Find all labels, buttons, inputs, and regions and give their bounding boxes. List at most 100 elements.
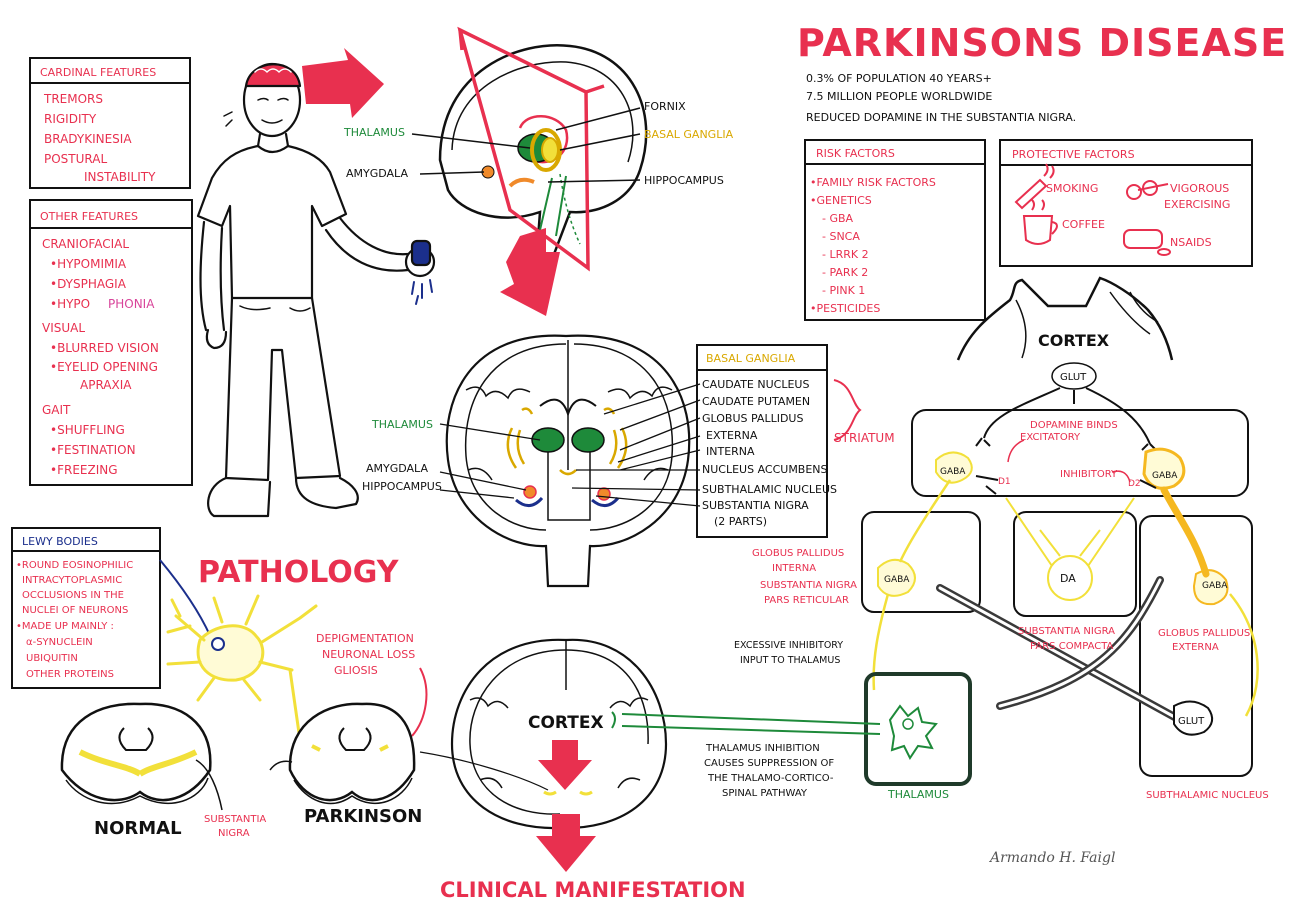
cardinal-features-box: CARDINAL FEATURES TREMORS RIGIDITY BRADY… [29, 57, 191, 189]
lewy-body-dot [211, 637, 225, 651]
bg-item: EXTERNA [706, 429, 758, 442]
feature-shuffling: •SHUFFLING [50, 423, 125, 437]
cardinal-item: RIGIDITY [44, 112, 97, 126]
feature-apraxia: APRAXIA [80, 378, 132, 392]
gpe-label-1: GLOBUS PALLIDUS [1158, 628, 1250, 639]
head-to-brain-arrow [302, 48, 384, 118]
gaba-right-label: GABA [1152, 471, 1178, 481]
feature-festination: •FESTINATION [50, 443, 136, 457]
stn-label: SUBTHALAMIC NUCLEUS [1146, 790, 1269, 801]
intro-bullets: 0.3% OF POPULATION 40 YEARS+ 7.5 MILLION… [806, 72, 1076, 124]
cardinal-title: CARDINAL FEATURES [40, 66, 156, 79]
clinical-brain [450, 638, 668, 830]
d1-label: D1 [998, 477, 1011, 487]
inhibition-line: THE THALAMO-CORTICO- [707, 773, 834, 784]
visual-heading: VISUAL [42, 321, 85, 335]
signature: Armando H. Faigl [988, 850, 1115, 866]
coffee-label: COFFEE [1062, 218, 1105, 231]
amygdala-label-coronal: AMYGDALA [366, 462, 428, 475]
circuit-diagram: CORTEX GLUT DOPAMINE BINDS EXCITATORY IN… [734, 276, 1269, 801]
intro-bullet: REDUCED DOPAMINE IN THE SUBSTANTIA NIGRA… [806, 111, 1076, 124]
gpi-label: INTERNA [772, 563, 816, 574]
gait-heading: GAIT [42, 403, 71, 417]
bg-item: CAUDATE NUCLEUS [702, 378, 809, 391]
feature-dysphagia: •DYSPHAGIA [50, 277, 127, 291]
coffee-icon [1022, 199, 1058, 245]
parkinson-label: PARKINSON [304, 806, 422, 827]
substantia-label-1: SUBSTANTIA [204, 814, 266, 825]
inhibitory-label: INHIBITORY [1060, 469, 1118, 480]
cardinal-item: BRADYKINESIA [44, 132, 132, 146]
protective-title: PROTECTIVE FACTORS [1012, 148, 1135, 161]
bg-item: NUCLEUS ACCUMBENS [702, 463, 828, 476]
substantia-label-2: NIGRA [218, 828, 250, 839]
protective-factors-box: PROTECTIVE FACTORS SMOKING COFFEE VIGORO… [999, 139, 1253, 267]
risk-factors-box: RISK FACTORS •FAMILY RISK FACTORS •GENET… [804, 139, 986, 321]
risk-item: - GBA [822, 212, 854, 225]
bg-item: INTERNA [706, 445, 755, 458]
lewy-line: INTRACYTOPLASMIC [22, 575, 122, 586]
craniofacial-heading: CRANIOFACIAL [42, 237, 129, 251]
page-title: PARKINSONS DISEASE [797, 21, 1287, 65]
feature-freezing: •FREEZING [50, 463, 118, 477]
thalamus-circuit-label: THALAMUS [887, 788, 949, 801]
cardinal-item: INSTABILITY [84, 170, 156, 184]
pill-pack-icon [1123, 229, 1171, 256]
fornix-label: FORNIX [644, 100, 686, 113]
gpi-label: GLOBUS PALLIDUS [752, 548, 844, 559]
thalamocortical-pathway [621, 713, 881, 735]
clinical-cortex-label: CORTEX [528, 713, 604, 733]
lewy-line: UBIQUITIN [26, 653, 78, 664]
excessive-label-1: EXCESSIVE INHIBITORY [734, 640, 843, 651]
cortex-down-arrow [538, 740, 592, 790]
risk-item: - PARK 2 [822, 266, 868, 279]
risk-title: RISK FACTORS [816, 147, 895, 160]
dumbbell-icon [1126, 180, 1169, 200]
other-title: OTHER FEATURES [40, 210, 138, 223]
lewy-title: LEWY BODIES [22, 535, 98, 548]
risk-item: •PESTICIDES [810, 302, 880, 315]
down-arrow-to-coronal [500, 228, 560, 316]
gpe-label-2: EXTERNA [1172, 642, 1219, 653]
excessive-label-2: INPUT TO THALAMUS [740, 655, 840, 666]
bg-item: (2 PARTS) [714, 515, 767, 528]
lewy-line: OCCLUSIONS IN THE [22, 590, 124, 601]
gpi-label: PARS RETICULAR [764, 595, 849, 606]
da-label: DA [1060, 572, 1076, 585]
lewy-bodies-box: LEWY BODIES •ROUND EOSINOPHILIC INTRACYT… [11, 527, 213, 689]
clinical-down-arrow [536, 814, 596, 872]
gaba-gpi-label: GABA [884, 575, 910, 585]
inhibition-line: SPINAL PATHWAY [722, 788, 808, 799]
bg-item: SUBSTANTIA NIGRA [702, 499, 809, 512]
sagittal-brain [411, 26, 648, 272]
lewy-line: NUCLEI OF NEURONS [22, 605, 128, 616]
hippocampus-label-sagittal: HIPPOCAMPUS [644, 174, 724, 187]
dopamine-binds-2: EXCITATORY [1020, 432, 1081, 443]
inhibition-line: CAUSES SUPPRESSION OF [704, 758, 834, 769]
glut-bottom-label: GLUT [1178, 716, 1205, 727]
cardinal-item: TREMORS [43, 92, 103, 106]
patient-figure [196, 62, 436, 518]
clinical-title: CLINICAL MANIFESTATION [440, 878, 746, 902]
bg-item: SUBTHALAMIC NUCLEUS [702, 483, 837, 496]
lewy-line: •ROUND EOSINOPHILIC [16, 560, 133, 571]
circuit-cortex-label: CORTEX [1038, 331, 1110, 350]
risk-item: - SNCA [822, 230, 860, 243]
bg-item: GLOBUS PALLIDUS [702, 412, 803, 425]
snc-label-2: PARS COMPACTA [1030, 641, 1114, 652]
feature-hypomimia: •HYPOMIMIA [50, 257, 127, 271]
inhibition-line: THALAMUS INHIBITION [705, 743, 820, 754]
feature-hypo: •HYPO [50, 297, 90, 311]
thalamus-label-coronal: THALAMUS [371, 418, 433, 431]
feature-blurred: •BLURRED VISION [50, 341, 159, 355]
bg-item: CAUDATE PUTAMEN [702, 395, 810, 408]
feature-eyelid: •EYELID OPENING [50, 360, 158, 374]
bg-box-title: BASAL GANGLIA [706, 352, 796, 365]
lewy-line: OTHER PROTEINS [26, 669, 114, 680]
striatum-label: STRIATUM [834, 431, 895, 445]
glut-top-label: GLUT [1060, 372, 1087, 383]
hippocampus-label-coronal: HIPPOCAMPUS [362, 480, 442, 493]
pathology-finding: GLIOSIS [334, 664, 378, 677]
risk-item: •GENETICS [810, 194, 872, 207]
